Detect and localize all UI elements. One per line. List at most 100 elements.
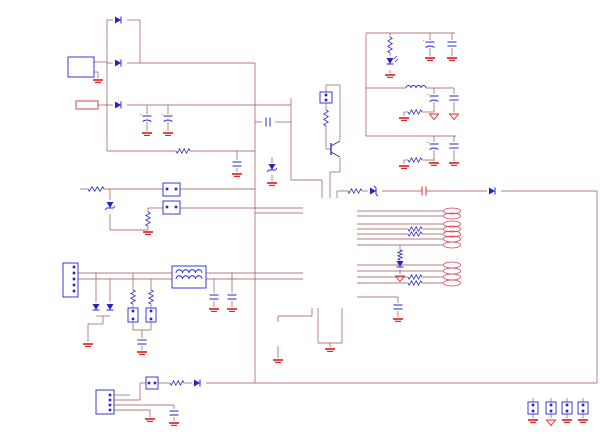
ground-symbol: [143, 231, 153, 235]
diode-triangle: [489, 187, 495, 195]
diode-zener: [370, 185, 379, 197]
jumper-j2a: [162, 182, 181, 197]
connector-pin-pad: [149, 309, 153, 313]
inductor-symbol: [175, 269, 203, 274]
ground-symbol: [169, 422, 179, 426]
resistor-symbol: [129, 289, 137, 305]
diode-symbol: [106, 304, 114, 311]
ground-symbol: [393, 318, 403, 322]
transistor-collector: [330, 140, 341, 147]
diode-triangle: [396, 261, 404, 267]
diode-led: [386, 55, 399, 65]
cap-plate-curved: [142, 119, 152, 122]
ground-symbol: [429, 162, 439, 166]
connector-pin-pad: [565, 409, 569, 413]
cap-plate-curved: [429, 99, 439, 102]
diode-symbol: [489, 187, 496, 195]
offpage-oval-port: [443, 241, 461, 249]
connector-pin-pad: [549, 409, 553, 413]
resistor-symbol: [407, 225, 423, 233]
capacitor-symbol: [265, 117, 271, 127]
offpage-oval-port: [443, 267, 461, 275]
connector-pin-pad: [153, 381, 157, 385]
cap-plus: +: [427, 140, 429, 144]
connector-pin-pad: [72, 265, 76, 269]
diode-symbol: [115, 101, 122, 109]
diode-symbol: [115, 59, 122, 67]
common-mode-choke-box: [171, 265, 207, 289]
offpage-oval-port: [443, 212, 461, 220]
resistor-symbol: [396, 249, 404, 261]
capacitor-symbol: [421, 186, 427, 196]
cap-plus: +: [161, 112, 163, 116]
connector-pin-pad: [165, 205, 169, 209]
ground-symbol: [578, 419, 588, 423]
ground-symbol: [83, 343, 93, 347]
jumper-j6: [145, 376, 159, 390]
connector-pin-pad: [108, 393, 112, 397]
zener-hook: [113, 205, 116, 209]
led-arrow: [394, 58, 399, 63]
ground-symbol: [227, 308, 237, 312]
diode-symbol: [92, 304, 100, 311]
zener-hook: [375, 194, 379, 197]
zener-hook: [104, 207, 107, 211]
ground-symbol: [385, 74, 395, 79]
ground-symbol: [449, 162, 459, 166]
connector-pin-pad: [108, 408, 112, 412]
capacitor-symbol: +: [427, 140, 439, 150]
resistor-symbol: [407, 230, 423, 238]
diode-zener: [104, 202, 116, 211]
led-arrow: [393, 55, 398, 60]
diode-symbol: [194, 379, 201, 387]
diode-triangle: [115, 59, 121, 67]
connector-pin-pad: [174, 205, 178, 209]
connector-pin-pad: [581, 409, 585, 413]
diode-symbol: [396, 261, 404, 268]
diode-zener: [266, 164, 278, 173]
connector-pin-pad: [174, 187, 178, 191]
chassis-ground-symbol: [448, 113, 460, 121]
connector-pin-pad: [531, 403, 535, 407]
ground-symbol: [425, 57, 435, 62]
zener-hook: [266, 169, 269, 173]
ground-symbol: [209, 308, 219, 312]
ground-symbol: [145, 418, 155, 422]
jumper-j9: [561, 401, 573, 415]
connector-pin-pad: [72, 271, 76, 275]
ground-symbol: [447, 57, 457, 62]
cap-plus: +: [423, 38, 425, 42]
offpage-oval-port: [443, 220, 461, 228]
resistor-symbol: [144, 211, 152, 227]
offpage-oval-port: [443, 230, 461, 238]
jumper-j2b: [162, 200, 181, 215]
capacitor-symbol: [447, 41, 457, 47]
offpage-oval-port: [443, 261, 461, 269]
ground-symbol: [562, 419, 572, 423]
cap-plate-curved: [429, 147, 439, 150]
connector-pin-pad: [131, 317, 135, 321]
jumper-j7: [527, 401, 539, 415]
resistor-symbol: [407, 279, 423, 287]
chassis-ground-symbol: [394, 275, 406, 283]
diode-triangle: [268, 164, 276, 170]
ground-symbol: [163, 132, 173, 136]
diode-triangle: [386, 58, 394, 64]
capacitor-symbol: [449, 143, 459, 149]
diode-triangle: [194, 379, 200, 387]
connector-pin-pad: [108, 398, 112, 402]
resistor-symbol: [169, 379, 185, 387]
capacitor-symbol: [137, 339, 147, 345]
connector-pin-pad: [165, 187, 169, 191]
resistor-symbol: [347, 187, 363, 195]
wires-layer: [78, 19, 598, 421]
diode-triangle: [106, 202, 114, 208]
ground-symbol: [93, 79, 103, 84]
power-jack-connector: [67, 56, 95, 78]
connector-pin-pad: [549, 403, 553, 407]
jumper-j5: [145, 307, 157, 323]
connector-pin-pad: [531, 409, 535, 413]
jumper-j3: [127, 307, 139, 323]
